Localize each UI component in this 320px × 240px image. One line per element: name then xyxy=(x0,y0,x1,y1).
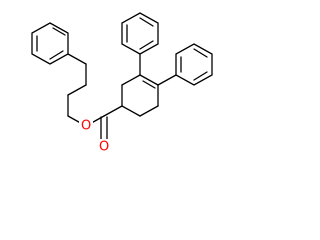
aromatic-double-bond xyxy=(139,17,154,27)
carbonyl-oxygen-mask xyxy=(97,139,111,155)
structure-diagram: O O xyxy=(31,12,213,155)
chain-bond xyxy=(67,84,87,96)
aromatic-double-bond xyxy=(193,71,208,81)
phenyl-ring-propyl xyxy=(31,22,69,65)
ring-bond xyxy=(121,74,141,86)
aromatic-double-bond xyxy=(139,40,154,50)
aromatic-double-bond xyxy=(52,27,66,36)
aromatic-double-bond xyxy=(193,48,208,58)
phenyl-attachment-bond xyxy=(157,74,177,86)
carbonyl-oxygen-label: O xyxy=(99,140,109,155)
ring-bond xyxy=(121,105,141,117)
molecule-canvas: O O xyxy=(31,12,213,155)
phenyl-ring-upper xyxy=(121,12,159,55)
ring-bond xyxy=(139,105,159,117)
ester-bond xyxy=(103,105,123,117)
atom-label-layer: O O xyxy=(79,118,111,155)
ring-double-bond xyxy=(142,80,156,89)
phenyl-ring-right xyxy=(175,43,213,86)
chain-bond xyxy=(67,53,87,65)
ring-bond xyxy=(139,74,159,86)
bond-layer xyxy=(31,12,213,144)
aromatic-double-bond xyxy=(49,50,64,60)
ester-oxygen-mask xyxy=(79,118,93,134)
ester-oxygen-label: O xyxy=(81,119,91,134)
